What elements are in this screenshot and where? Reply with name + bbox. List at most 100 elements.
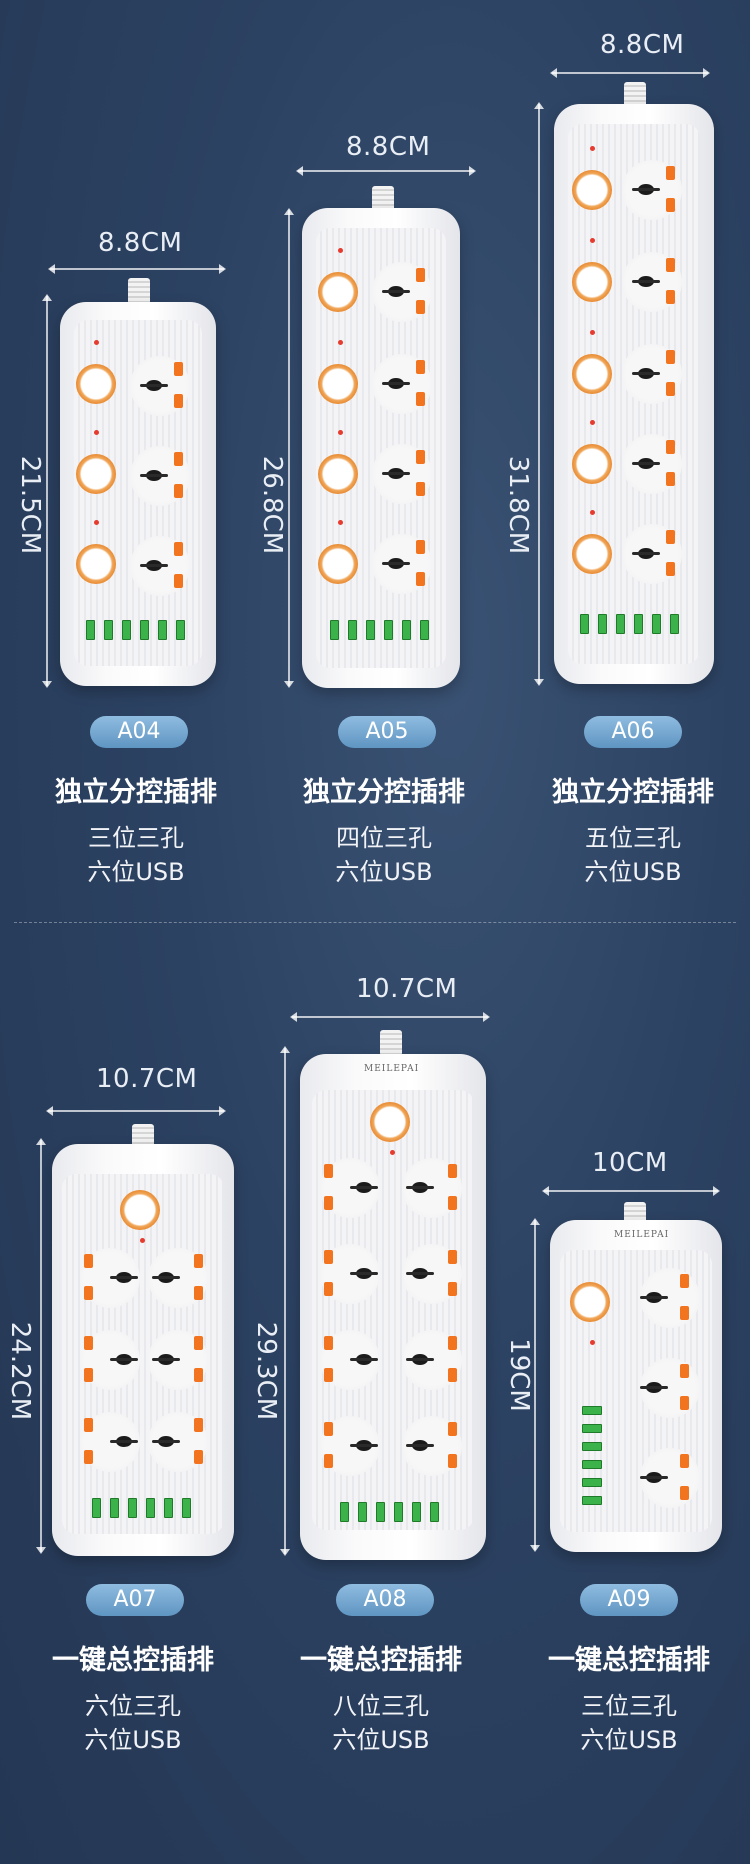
indicator-led	[94, 430, 99, 435]
height-label: 19CM	[504, 1338, 534, 1412]
usb-port	[582, 1442, 602, 1451]
usb-port	[340, 1502, 349, 1522]
power-cord	[128, 278, 150, 306]
power-cord	[380, 1030, 402, 1056]
switch-button[interactable]	[318, 454, 358, 494]
usb-port	[582, 1406, 602, 1415]
indicator-led	[94, 520, 99, 525]
power-switch-button[interactable]	[120, 1190, 160, 1230]
width-label: 10.7CM	[96, 1064, 198, 1094]
socket	[148, 1330, 208, 1390]
usb-port	[348, 620, 357, 640]
width-dimension-arrow	[550, 68, 710, 78]
usb-port	[104, 620, 113, 640]
power-switch-button[interactable]	[570, 1282, 610, 1322]
socket	[372, 354, 432, 414]
indicator-led	[338, 430, 343, 435]
socket	[402, 1330, 462, 1390]
switch-button[interactable]	[318, 544, 358, 584]
usb-port	[652, 614, 661, 634]
socket-spec: 三位三孔	[88, 824, 184, 852]
usb-port	[182, 1498, 191, 1518]
indicator-led	[338, 520, 343, 525]
socket	[320, 1330, 380, 1390]
product-title: 独立分控插排	[552, 777, 714, 808]
switch-button[interactable]	[76, 454, 116, 494]
usb-port	[366, 620, 375, 640]
indicator-led	[590, 238, 595, 243]
usb-port	[164, 1498, 173, 1518]
usb-port	[634, 614, 643, 634]
usb-port	[420, 620, 429, 640]
usb-port	[176, 620, 185, 640]
switch-button[interactable]	[318, 272, 358, 312]
switch-button[interactable]	[76, 544, 116, 584]
switch-button[interactable]	[572, 170, 612, 210]
width-label: 10CM	[592, 1148, 668, 1178]
socket	[130, 446, 190, 506]
indicator-led	[390, 1150, 395, 1155]
height-dimension-arrow	[280, 1046, 290, 1556]
height-label: 24.2CM	[5, 1321, 35, 1421]
height-label: 21.5CM	[15, 455, 45, 555]
power-cord	[624, 82, 646, 110]
socket	[372, 534, 432, 594]
usb-port	[580, 614, 589, 634]
power-switch-button[interactable]	[370, 1102, 410, 1142]
usb-port	[582, 1460, 602, 1469]
usb-port	[402, 620, 411, 640]
usb-port	[330, 620, 339, 640]
product-title: 独立分控插排	[303, 777, 465, 808]
width-dimension-arrow	[46, 1106, 226, 1116]
usb-port	[140, 620, 149, 640]
usb-port	[582, 1496, 602, 1505]
width-label: 8.8CM	[600, 30, 685, 60]
indicator-led	[590, 146, 595, 151]
switch-button[interactable]	[572, 262, 612, 302]
width-dimension-arrow	[542, 1186, 720, 1196]
socket	[320, 1416, 380, 1476]
socket-spec: 八位三孔	[333, 1692, 429, 1720]
usb-spec: 六位USB	[335, 858, 433, 886]
indicator-led	[590, 510, 595, 515]
indicator-led	[94, 340, 99, 345]
switch-button[interactable]	[572, 354, 612, 394]
height-label: 26.8CM	[257, 455, 287, 555]
usb-port	[430, 1502, 439, 1522]
usb-port	[598, 614, 607, 634]
product-title: 一键总控插排	[548, 1645, 710, 1676]
socket	[148, 1412, 208, 1472]
usb-port	[394, 1502, 403, 1522]
usb-spec: 六位USB	[332, 1726, 430, 1754]
power-cord	[372, 186, 394, 214]
product-title: 一键总控插排	[300, 1645, 462, 1676]
usb-port	[128, 1498, 137, 1518]
indicator-led	[338, 248, 343, 253]
model-badge: A05	[338, 716, 436, 748]
usb-spec: 六位USB	[584, 858, 682, 886]
model-badge: A06	[584, 716, 682, 748]
switch-button[interactable]	[572, 444, 612, 484]
socket	[402, 1416, 462, 1476]
product-title: 独立分控插排	[55, 777, 217, 808]
height-label: 29.3CM	[251, 1321, 281, 1421]
socket	[320, 1158, 380, 1218]
socket	[372, 444, 432, 504]
socket	[622, 344, 682, 404]
switch-button[interactable]	[318, 364, 358, 404]
switch-button[interactable]	[572, 534, 612, 574]
socket	[622, 434, 682, 494]
width-label: 8.8CM	[346, 132, 431, 162]
socket	[402, 1244, 462, 1304]
indicator-led	[338, 340, 343, 345]
section-divider	[14, 922, 736, 923]
switch-button[interactable]	[76, 364, 116, 404]
usb-port	[146, 1498, 155, 1518]
model-badge: A07	[86, 1584, 184, 1616]
usb-port	[122, 620, 131, 640]
socket	[148, 1248, 208, 1308]
usb-spec: 六位USB	[87, 858, 185, 886]
indicator-led	[590, 420, 595, 425]
usb-port	[110, 1498, 119, 1518]
product-title: 一键总控插排	[52, 1645, 214, 1676]
